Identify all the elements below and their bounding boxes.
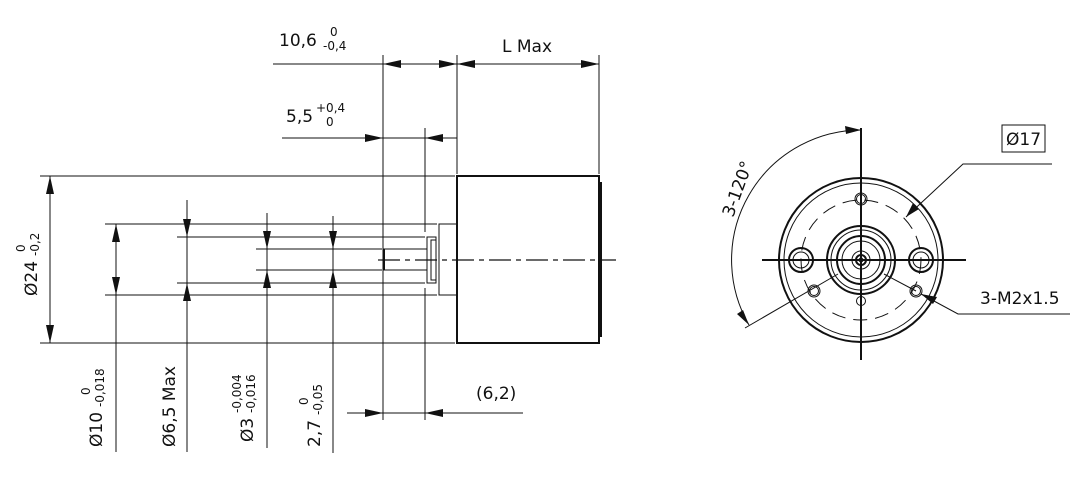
svg-text:-0,018: -0,018 [93, 368, 107, 407]
svg-text:+0,4: +0,4 [316, 101, 345, 115]
svg-text:2,7: 2,7 [305, 420, 325, 447]
dim-angle: 3-120° [719, 126, 862, 326]
front-view: 3-120° Ø17 3-M2x1.5 [719, 124, 1070, 360]
dim-pitch-circle: Ø17 [905, 124, 1052, 218]
svg-text:0: 0 [330, 25, 338, 39]
dim-length-flange: 10,6 0 -0,4 L Max [273, 25, 599, 68]
svg-text:Ø10: Ø10 [87, 412, 107, 447]
svg-text:Ø24: Ø24 [22, 261, 42, 296]
dim-reference: (6,2) [347, 384, 523, 417]
svg-text:-0,4: -0,4 [323, 39, 346, 53]
dim-boss-diameter: Ø6,5 Max [160, 200, 191, 452]
svg-text:-0,016: -0,016 [244, 374, 258, 413]
extension-lines [40, 55, 600, 420]
dim-body-diameter: Ø24 0 -0,2 [14, 176, 54, 343]
svg-text:0: 0 [326, 115, 334, 129]
svg-text:-0,2: -0,2 [28, 233, 42, 256]
svg-text:-0,004: -0,004 [230, 374, 244, 413]
dim-length-body: L Max [502, 37, 552, 57]
svg-text:5,5: 5,5 [286, 107, 313, 127]
dim-shaft-length: 5,5 +0,4 0 [282, 101, 457, 142]
dim-flange-diameter: Ø10 0 -0,018 [79, 224, 120, 452]
dim-thread: 3-M2x1.5 [920, 289, 1070, 315]
svg-text:Ø6,5 Max: Ø6,5 Max [160, 366, 180, 447]
svg-text:-0,05: -0,05 [311, 384, 325, 415]
svg-text:0: 0 [297, 397, 311, 405]
dim-shaft-flat: 2,7 0 -0,05 [297, 216, 337, 453]
side-view: 10,6 0 -0,4 L Max 5,5 +0,4 0 Ø24 0 -0,2 [14, 25, 616, 453]
svg-text:0: 0 [14, 244, 28, 252]
dim-shaft-diameter: Ø3 -0,004 -0,016 [230, 213, 271, 448]
svg-text:Ø17: Ø17 [1006, 130, 1041, 150]
svg-text:3-120°: 3-120° [719, 158, 758, 219]
svg-text:Ø3: Ø3 [238, 418, 258, 442]
svg-text:(6,2): (6,2) [476, 384, 516, 404]
svg-text:3-M2x1.5: 3-M2x1.5 [980, 289, 1060, 309]
svg-text:10,6: 10,6 [279, 31, 317, 51]
svg-text:0: 0 [79, 387, 93, 395]
